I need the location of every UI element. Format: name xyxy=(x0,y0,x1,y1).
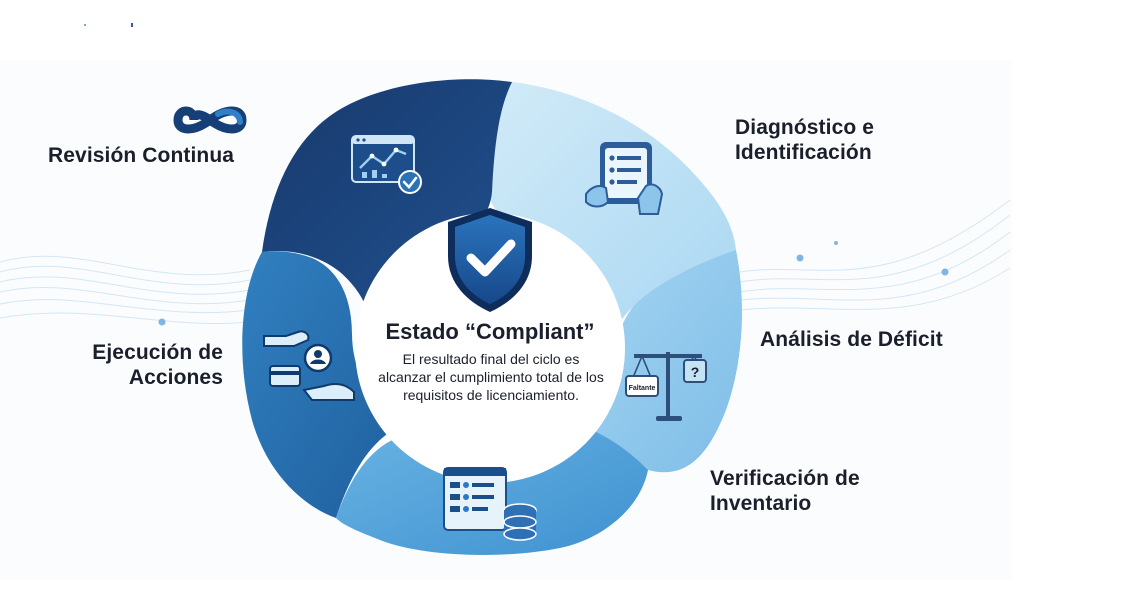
step-label-ejecucion: Ejecución de Acciones xyxy=(40,340,223,390)
step-label-revision-line1: Revisión Continua xyxy=(48,144,235,167)
wave-nodes xyxy=(158,241,949,326)
segment-ejecucion xyxy=(242,251,400,518)
shield-check-icon xyxy=(448,208,532,312)
center-disc xyxy=(355,213,625,483)
scale-question-text: ? xyxy=(691,364,700,380)
step-label-verificacion-line1: Verificación de xyxy=(710,467,860,490)
step-label-revision: Revisión Continua xyxy=(48,143,234,168)
center-description: El resultado final del ciclo es alcanzar… xyxy=(378,351,604,403)
scale-tag-text: Faltante xyxy=(629,385,656,392)
step-label-diagnostico-line1: Diagnóstico e xyxy=(735,116,874,139)
step-label-ejecucion-line2: Acciones xyxy=(128,366,223,389)
balance-scale-icon: Faltante ? xyxy=(625,352,707,421)
step-label-verificacion: Verificación de Inventario xyxy=(710,466,860,516)
step-label-analisis: Análisis de Déficit xyxy=(760,327,943,352)
step-label-ejecucion-line1: Ejecución de xyxy=(92,341,223,364)
center-title: Estado “Compliant” xyxy=(385,319,595,344)
segment-diagnostico xyxy=(482,82,736,336)
segment-revision xyxy=(262,79,512,312)
decorative-waves xyxy=(0,199,1011,324)
hands-exchange-icon xyxy=(263,330,355,401)
step-label-diagnostico: Diagnóstico e Identificación xyxy=(735,115,874,165)
analytics-monitor-icon xyxy=(351,135,422,194)
inventory-database-icon xyxy=(443,467,537,541)
step-label-diagnostico-line2: Identificación xyxy=(735,141,872,164)
step-label-verificacion-line2: Inventario xyxy=(710,492,812,515)
infinity-icon xyxy=(173,106,247,134)
tablet-checklist-icon xyxy=(585,142,664,215)
top-dots xyxy=(84,23,133,27)
step-label-analisis-line1: Análisis de Déficit xyxy=(760,328,943,351)
